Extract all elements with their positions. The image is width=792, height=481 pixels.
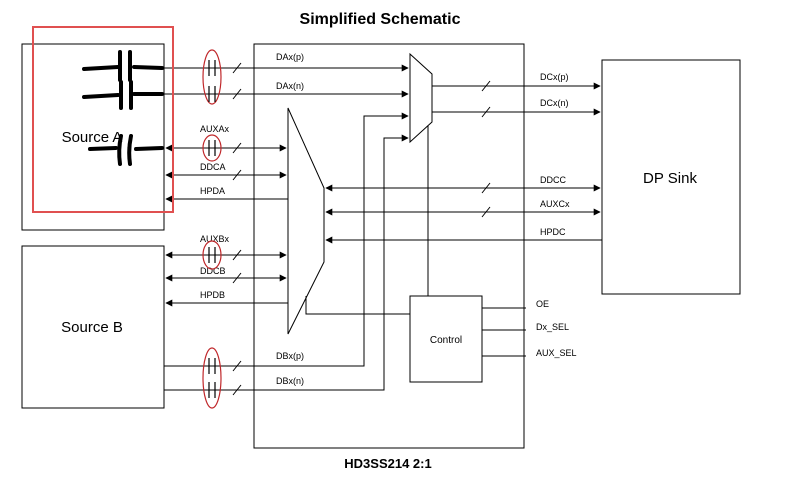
source-b-label: Source B — [61, 319, 123, 336]
aux-mux-select-line — [305, 296, 410, 315]
dbx-n-label: DBx(n) — [276, 376, 304, 386]
hd3ss214-chip-box — [253, 43, 525, 449]
data-mux — [409, 52, 433, 144]
dcx-n-label: DCx(n) — [540, 98, 569, 108]
chip-label: HD3SS214 2:1 — [344, 456, 431, 471]
dax-n-label: DAx(n) — [276, 81, 304, 91]
cap-marker-auxax — [202, 134, 222, 162]
control-box — [409, 295, 483, 383]
ddcc-label: DDCC — [540, 175, 566, 185]
hpda-label: HPDA — [200, 186, 225, 196]
hpdc-label: HPDC — [540, 227, 566, 237]
auxcx-label: AUXCx — [540, 199, 570, 209]
aux-sel-label: AUX_SEL — [536, 348, 577, 358]
hand-drawn-capacitors — [82, 50, 164, 166]
source-a-highlight — [32, 26, 174, 213]
hpdb-label: HPDB — [200, 290, 225, 300]
diagram-title: Simplified Schematic — [300, 11, 461, 28]
cap-marker-dax — [202, 49, 222, 105]
dax-p-label: DAx(p) — [276, 52, 304, 62]
bus-slash-marks — [232, 62, 491, 396]
dp-sink-label: DP Sink — [643, 170, 697, 187]
dcx-p-label: DCx(p) — [540, 72, 569, 82]
dbx-p-label: DBx(p) — [276, 351, 304, 361]
auxbx-label: AUXBx — [200, 234, 230, 244]
dp-sink-box — [601, 59, 741, 295]
control-label: Control — [430, 335, 462, 346]
ac-coupling-caps-a — [202, 49, 222, 162]
ddcb-label: DDCB — [200, 266, 226, 276]
aux-mux — [287, 107, 325, 335]
dbx-p-line — [164, 112, 409, 367]
source-a-label: Source A — [62, 129, 123, 146]
cap-marker-dbx — [202, 347, 222, 409]
dx-sel-label: Dx_SEL — [536, 322, 569, 332]
dbx-n-line — [164, 134, 409, 391]
source-a-box — [21, 43, 165, 231]
source-b-box — [21, 245, 165, 409]
oe-label: OE — [536, 299, 549, 309]
ddca-label: DDCA — [200, 162, 226, 172]
ac-coupling-caps-b — [202, 240, 222, 409]
cap-marker-auxbx — [202, 240, 222, 270]
auxax-label: AUXAx — [200, 124, 230, 134]
